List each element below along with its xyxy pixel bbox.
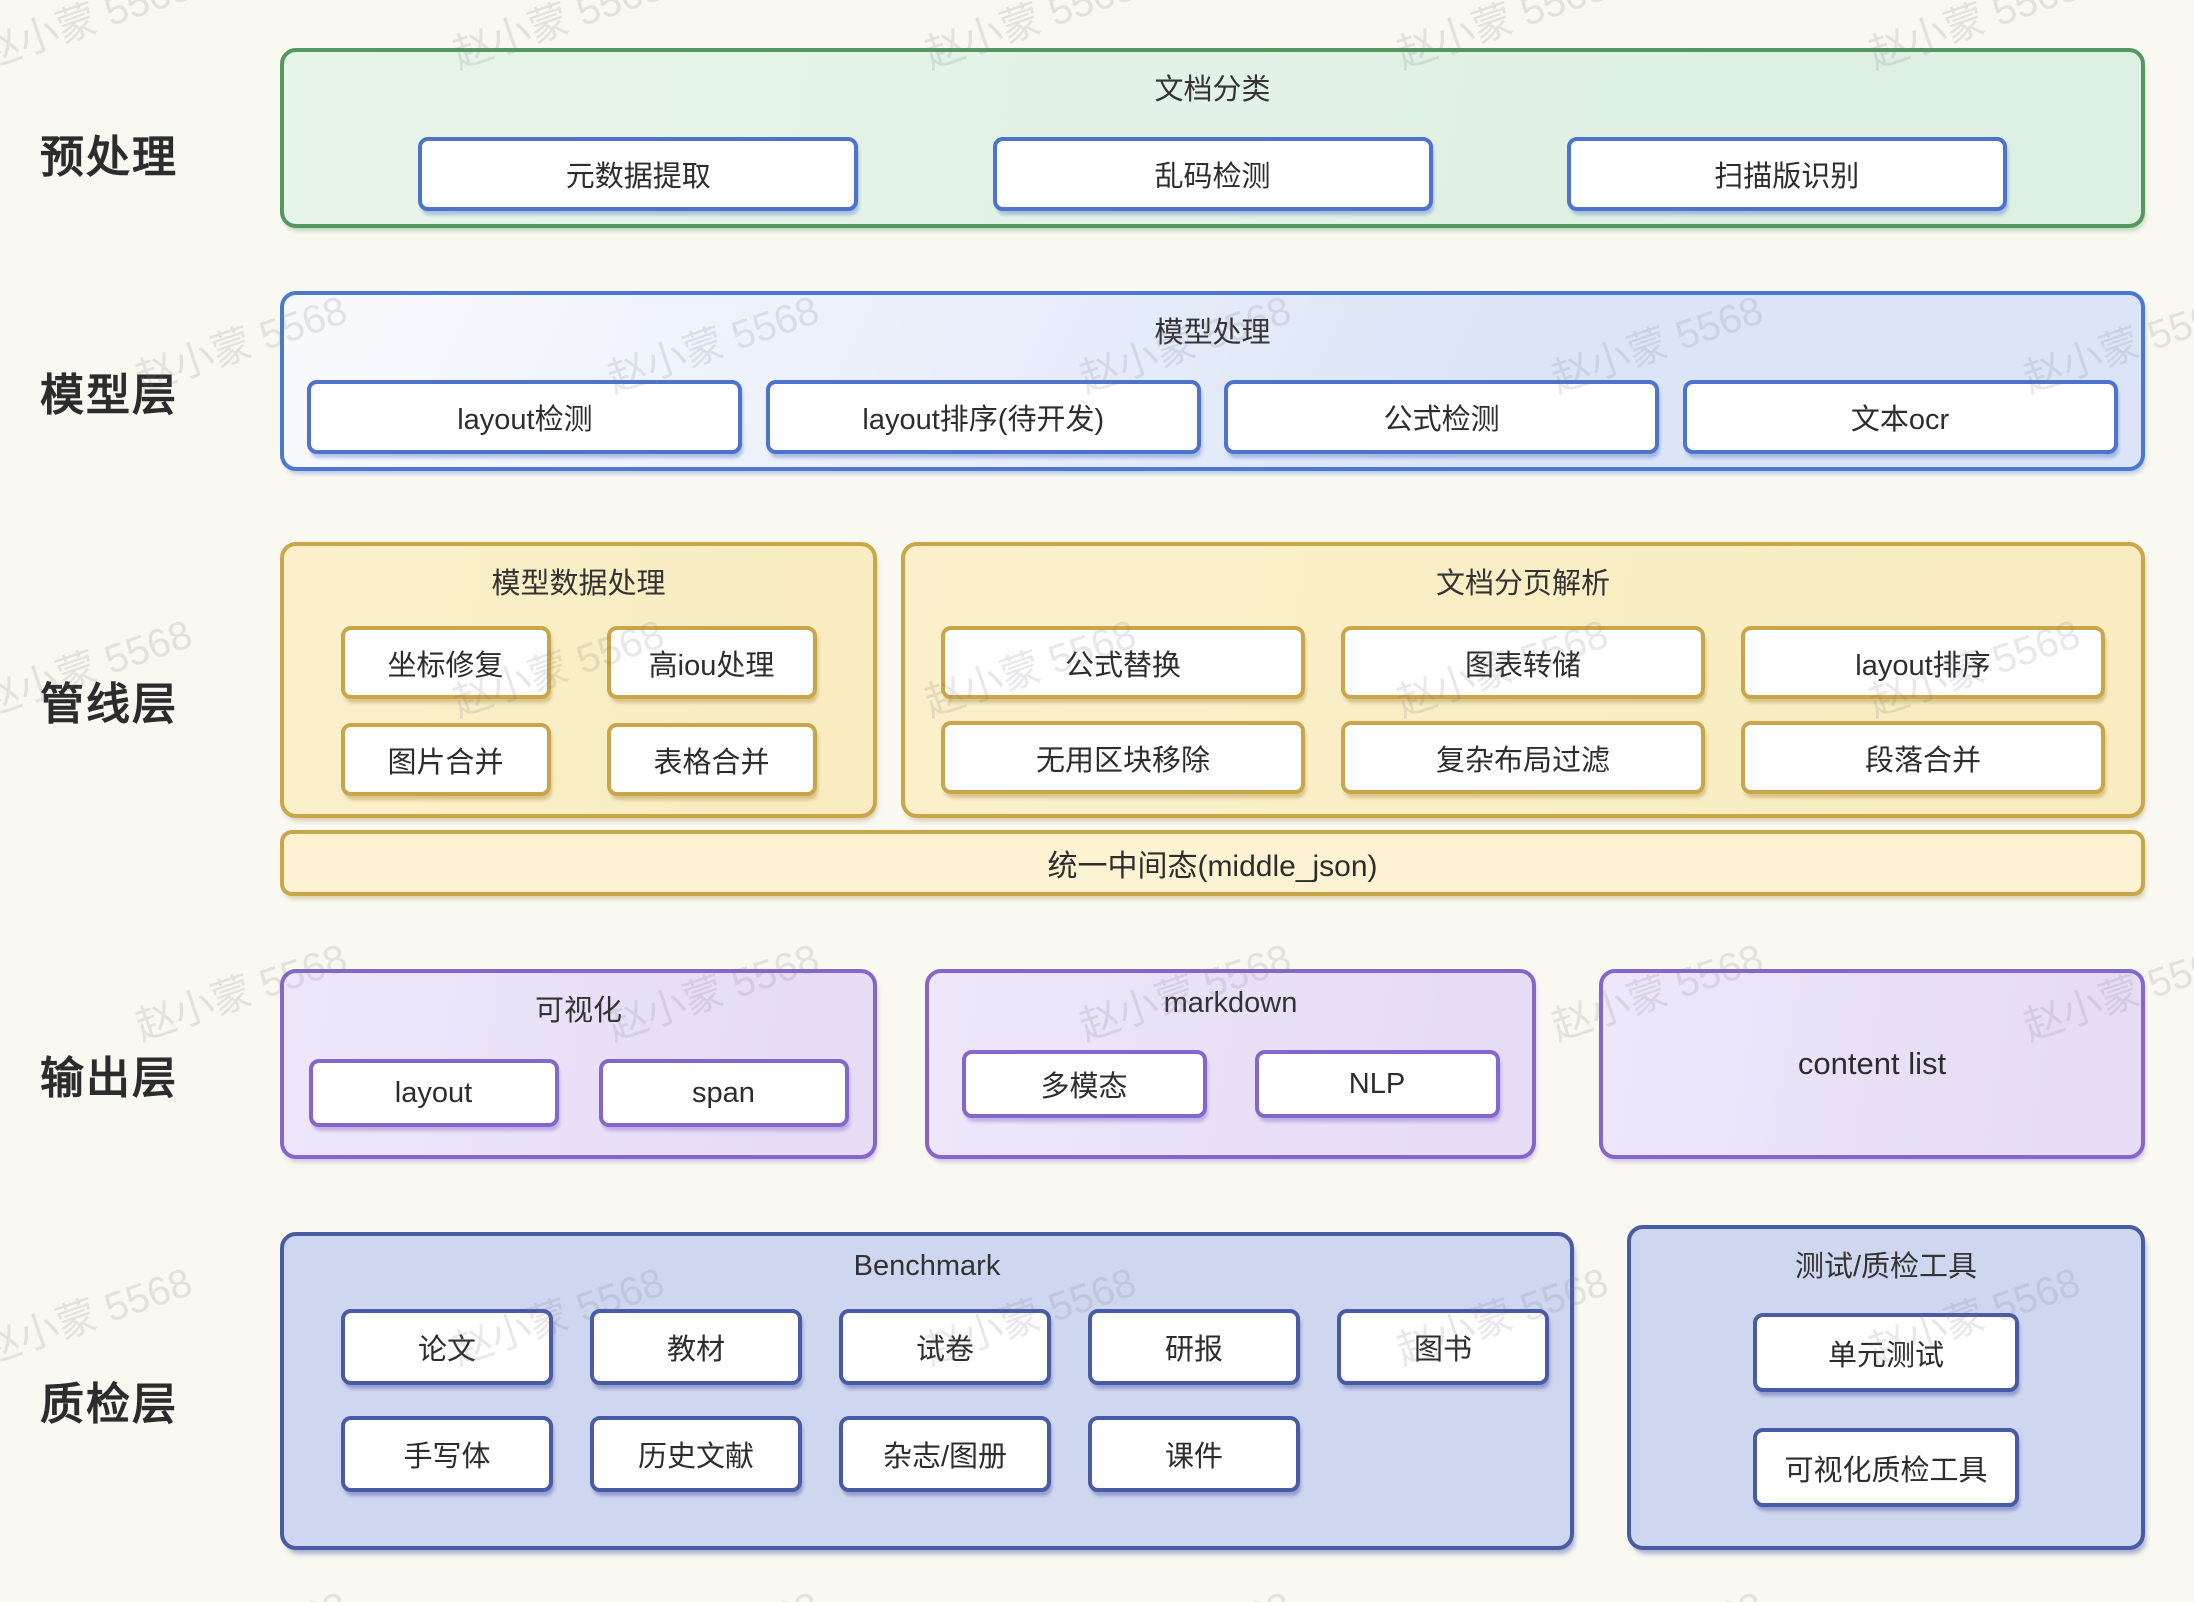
watermark-text: 赵小蒙 5568	[2015, 1574, 2194, 1602]
node-research-report: 研报	[1088, 1309, 1300, 1385]
node-high-iou-handling: 高iou处理	[606, 626, 817, 699]
node-layout-ordering-todo: layout排序(待开发)	[765, 380, 1201, 454]
node-text-ocr: 文本ocr	[1682, 380, 2118, 454]
node-paragraph-merge: 段落合并	[1741, 721, 2105, 794]
group-title-benchmark: Benchmark	[853, 1250, 1001, 1282]
node-book: 图书	[1337, 1309, 1549, 1385]
node-metadata-extraction: 元数据提取	[418, 137, 859, 211]
node-formula-detection: 公式检测	[1224, 380, 1660, 454]
node-layout-ordering: layout排序	[1741, 626, 2105, 699]
node-middle-json-state: 统一中间态(middle_json)	[280, 830, 2145, 896]
node-magazine-album: 杂志/图册	[839, 1416, 1051, 1492]
group-title-model-processing: 模型处理	[1154, 317, 1271, 349]
node-content-list: content list	[1599, 969, 2145, 1159]
watermark-text: 赵小蒙 5568	[0, 0, 198, 78]
watermark-text: 赵小蒙 5568	[1071, 1574, 1298, 1602]
node-coordinate-fix: 坐标修复	[340, 626, 551, 699]
group-title-doc-classification: 文档分类	[1154, 74, 1271, 106]
watermark-text: 赵小蒙 5568	[127, 1574, 354, 1602]
group-title-test-qc-tools: 测试/质检工具	[1794, 1251, 1978, 1283]
node-span-viz: span	[598, 1059, 849, 1127]
model-data-processing-group: 模型数据处理 坐标修复 高iou处理 图片合并 表格合并	[280, 542, 877, 818]
watermark-text: 赵小蒙 5568	[599, 1574, 826, 1602]
watermark-text: 赵小蒙 5568	[1543, 1574, 1770, 1602]
node-courseware: 课件	[1088, 1416, 1300, 1492]
node-unit-test: 单元测试	[1753, 1313, 2019, 1392]
layer-label-qc: 质检层	[40, 1380, 178, 1429]
node-exam-paper: 试卷	[839, 1309, 1051, 1385]
node-table-merge: 表格合并	[606, 723, 817, 796]
layer-label-output: 输出层	[40, 1054, 178, 1103]
layer-label-pipeline: 管线层	[40, 680, 178, 729]
node-complex-layout-filter: 复杂布局过滤	[1341, 721, 1705, 794]
visualization-group: 可视化 layout span	[280, 969, 877, 1159]
node-layout-detection: layout检测	[307, 380, 743, 454]
node-scanned-version-recognition: 扫描版识别	[1566, 137, 2007, 211]
model-processing-group: 模型处理 layout检测 layout排序(待开发) 公式检测 文本ocr	[280, 291, 2145, 471]
doc-classification-group: 文档分类 元数据提取 乱码检测 扫描版识别	[280, 48, 2145, 228]
node-useless-block-removal: 无用区块移除	[941, 721, 1305, 794]
group-title-model-data-processing: 模型数据处理	[491, 568, 666, 600]
node-layout-viz: layout	[308, 1059, 559, 1127]
group-title-visualization: 可视化	[534, 995, 622, 1027]
doc-page-parsing-group: 文档分页解析 公式替换 图表转储 layout排序 无用区块移除 复杂布局过滤 …	[901, 542, 2145, 818]
layer-label-preprocessing: 预处理	[40, 133, 178, 182]
watermark-text: 赵小蒙 5568	[0, 1260, 198, 1374]
group-title-doc-page-parsing: 文档分页解析	[1435, 568, 1610, 600]
node-paper: 论文	[341, 1309, 553, 1385]
markdown-group: markdown 多模态 NLP	[925, 969, 1536, 1159]
node-formula-replacement: 公式替换	[941, 626, 1305, 699]
test-qc-tools-group: 测试/质检工具 单元测试 可视化质检工具	[1627, 1225, 2145, 1550]
node-textbook: 教材	[590, 1309, 802, 1385]
layer-label-model: 模型层	[40, 371, 178, 420]
node-image-merge: 图片合并	[340, 723, 551, 796]
node-handwriting: 手写体	[341, 1416, 553, 1492]
benchmark-group: Benchmark 论文 教材 试卷 研报 图书 手写体 历史文献 杂志/图册 …	[280, 1232, 1574, 1550]
group-title-markdown: markdown	[1163, 987, 1298, 1019]
node-garbled-text-detection: 乱码检测	[992, 137, 1433, 211]
node-historical-document: 历史文献	[590, 1416, 802, 1492]
node-nlp: NLP	[1254, 1050, 1500, 1118]
node-chart-dump: 图表转储	[1341, 626, 1705, 699]
node-multimodal: 多模态	[961, 1050, 1207, 1118]
node-visual-qc-tool: 可视化质检工具	[1753, 1428, 2019, 1507]
